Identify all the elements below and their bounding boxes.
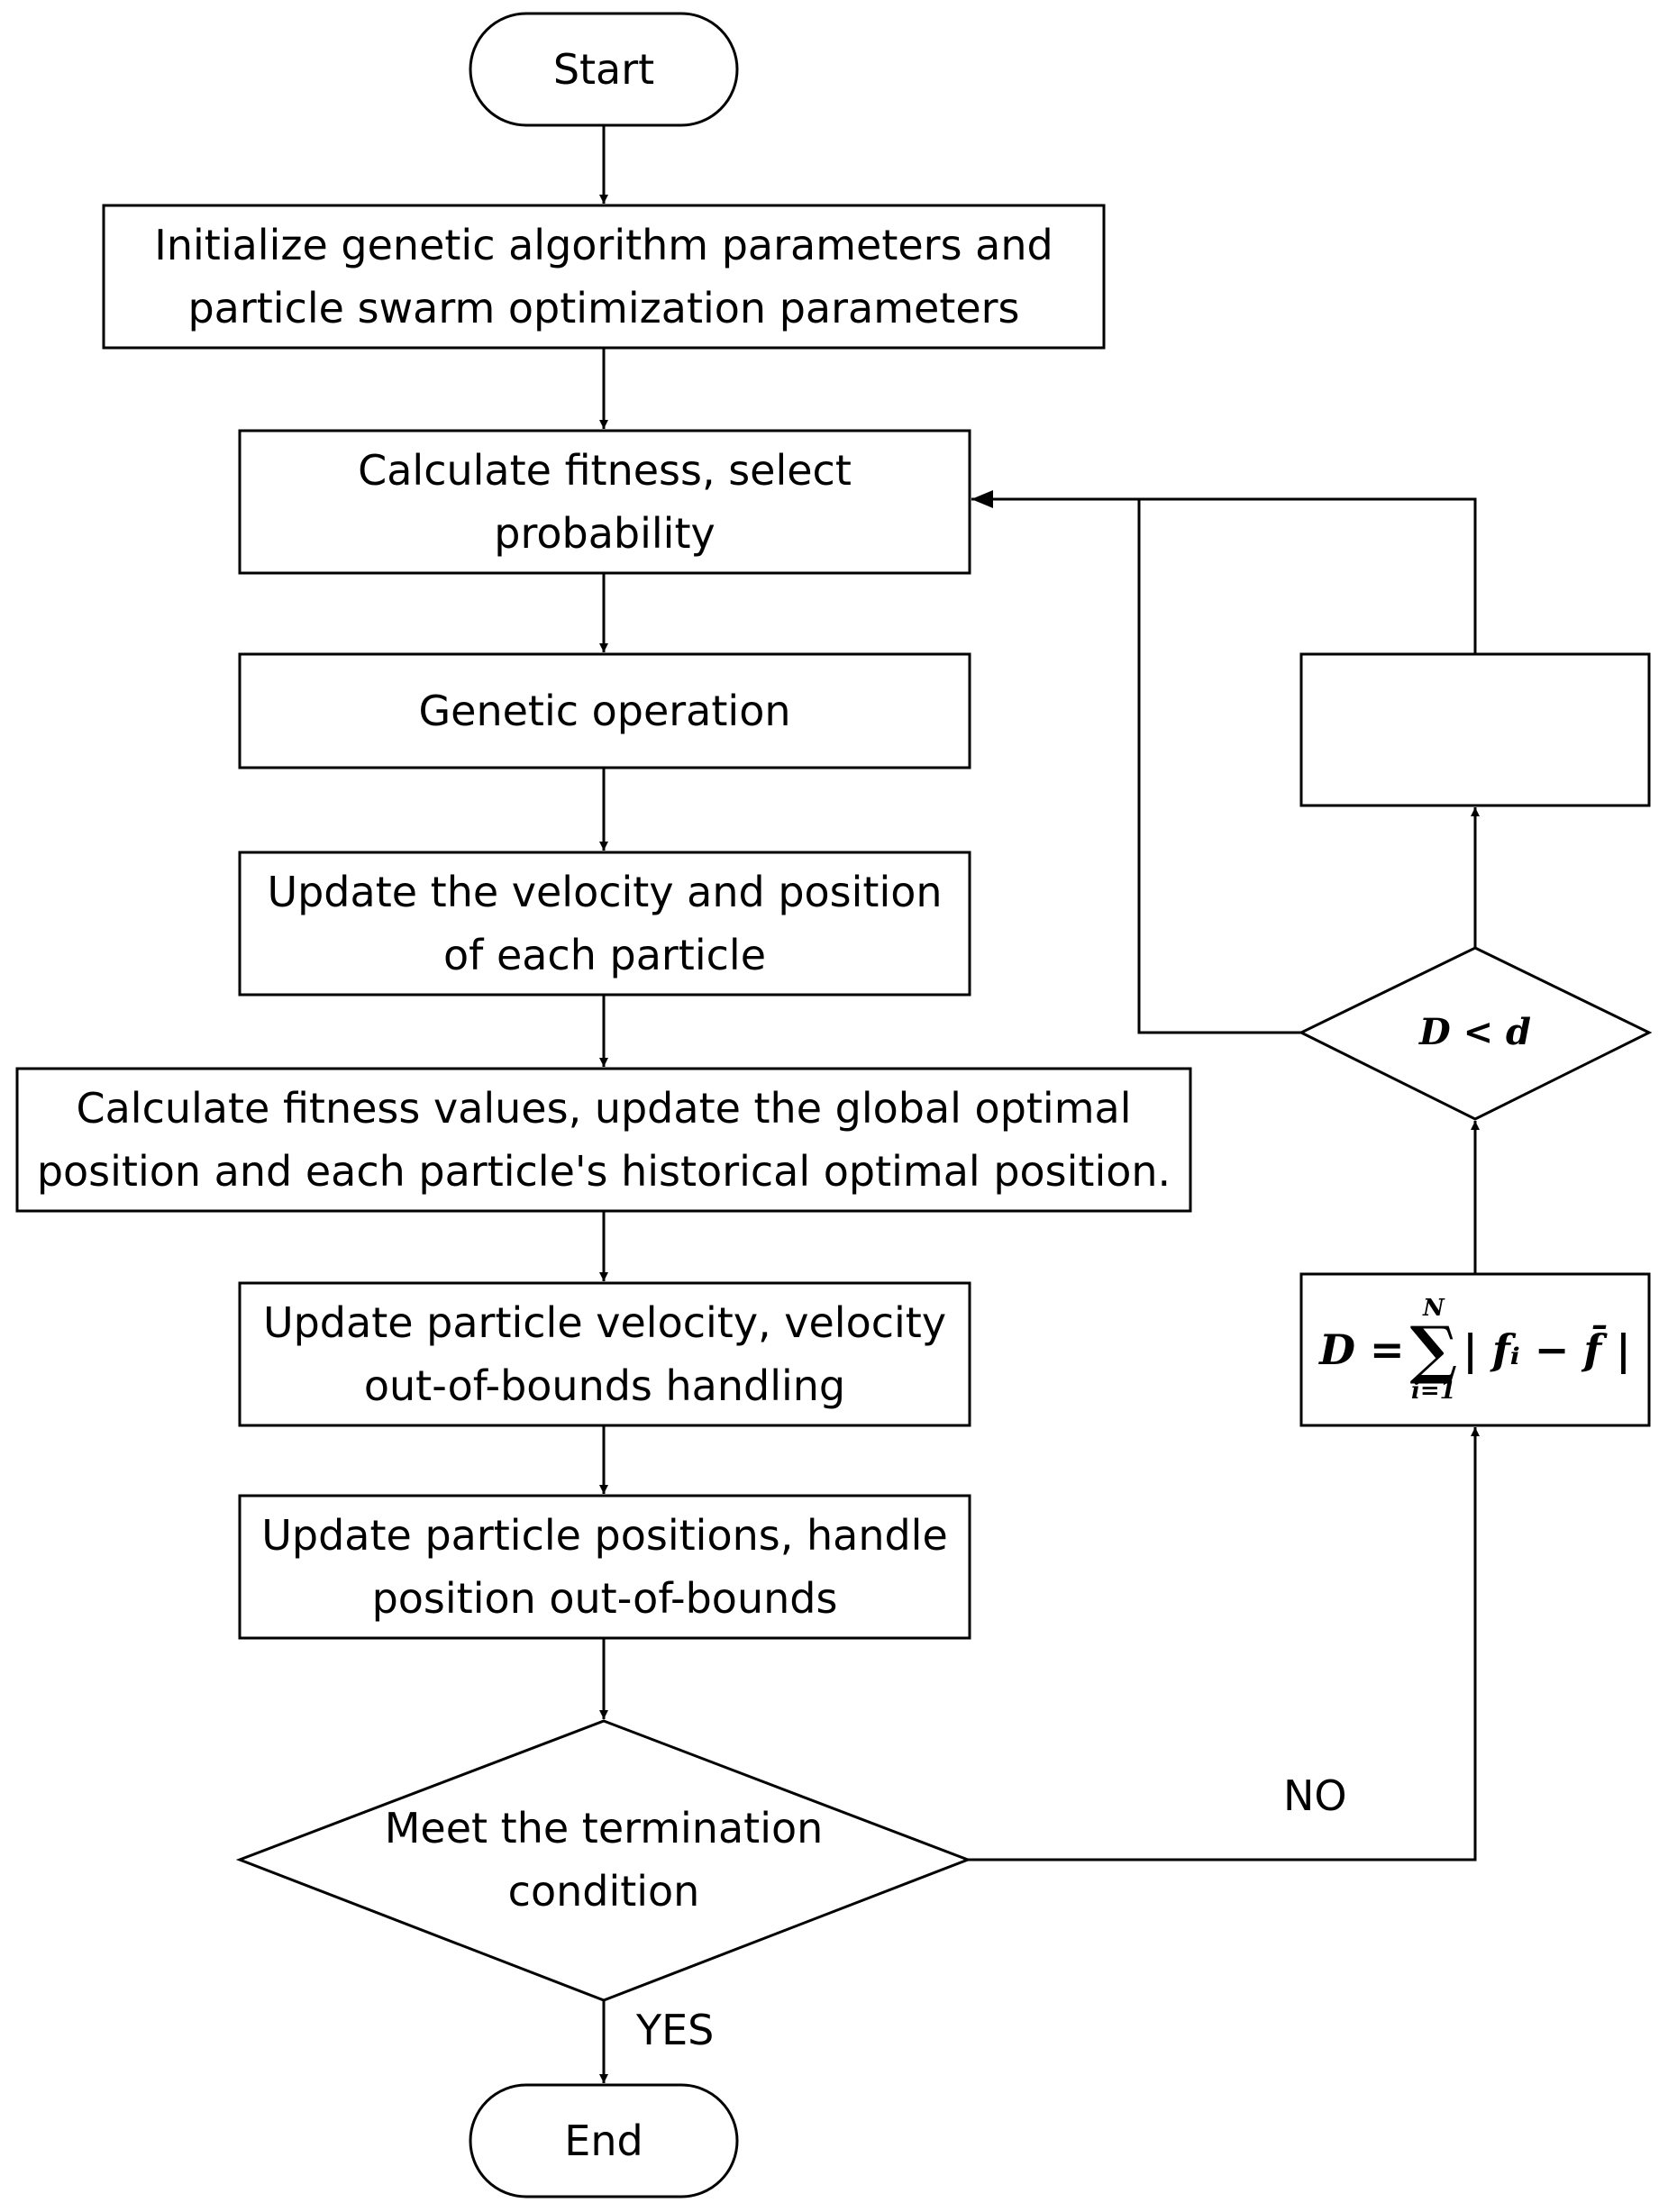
- condition-label: D < d: [1418, 1011, 1532, 1053]
- update-particle-velocity-label: Update particle velocity, velocity out-o…: [262, 1298, 947, 1410]
- diversity-formula: D = N ∑ i=1 | fᵢ − f̄ |: [1301, 1274, 1649, 1425]
- formula-lhs: D =: [1319, 1325, 1405, 1374]
- yes-label: YES: [636, 2006, 715, 2054]
- edge-condition-loop: [1137, 499, 1301, 1034]
- end-terminator: [469, 2083, 739, 2198]
- formula-sum-upper: N: [1423, 1295, 1445, 1322]
- formula-sum: N ∑ i=1: [1410, 1297, 1458, 1403]
- calc-fitness-values-label: Calculate fitness values, update the glo…: [36, 1084, 1171, 1196]
- formula-sum-lower: i=1: [1411, 1378, 1456, 1405]
- init-label: Initialize genetic algorithm parameters …: [154, 221, 1053, 332]
- condition-diamond: [1298, 946, 1653, 1121]
- calc-fitness-label: Calculate fitness, select probability: [358, 446, 852, 558]
- update-velocity-position-label: Update the velocity and position of each…: [267, 868, 943, 979]
- update-particle-positions-label: Update particle positions, handle positi…: [261, 1511, 948, 1623]
- edge-no-branch: [968, 1427, 1480, 1862]
- no-label: NO: [1283, 1771, 1347, 1820]
- genetic-operation-label: Genetic operation: [418, 687, 791, 735]
- termination-label: Meet the termination condition: [384, 1804, 824, 1916]
- formula-body: | fᵢ − f̄ |: [1463, 1325, 1631, 1374]
- end-label: End: [564, 2116, 643, 2165]
- formula-sum-symbol: ∑: [1409, 1312, 1458, 1387]
- start-label: Start: [552, 45, 655, 94]
